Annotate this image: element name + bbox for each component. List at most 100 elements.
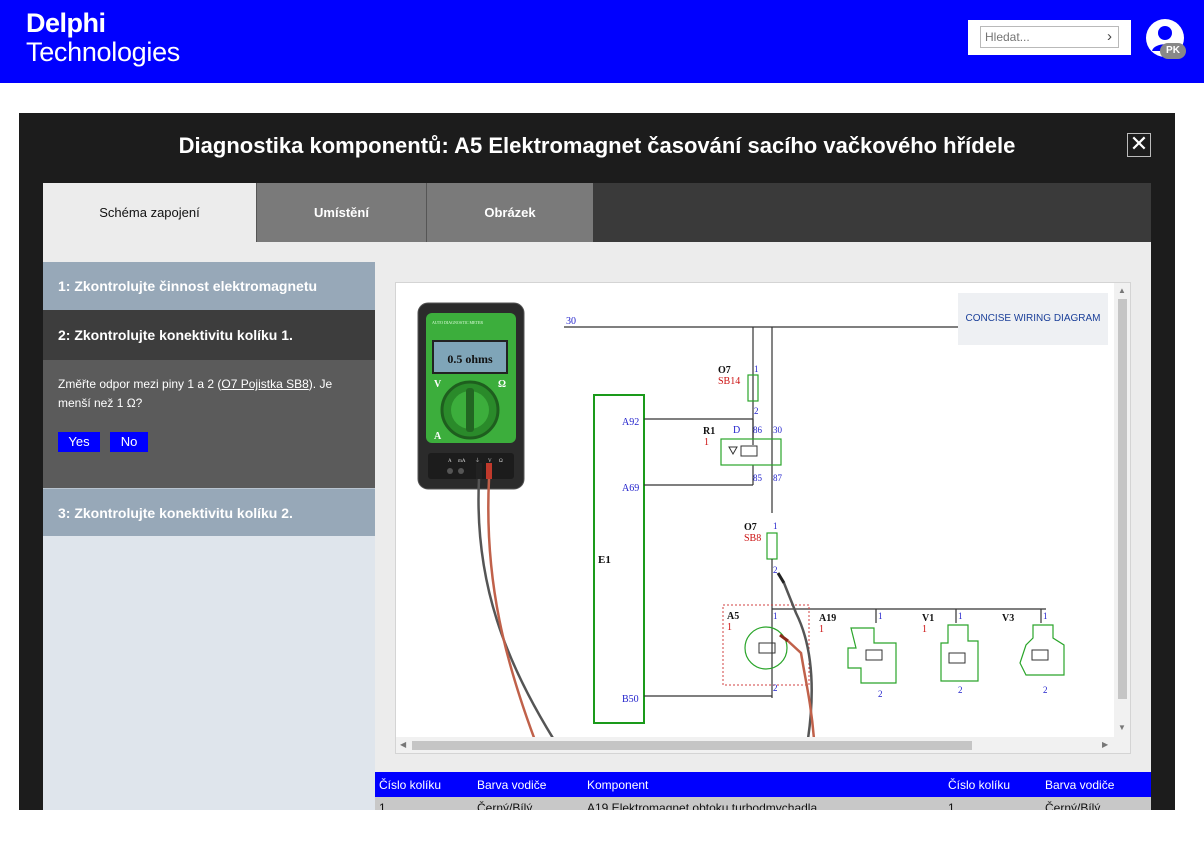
relay-coil [740, 445, 758, 457]
component-diagnostics-modal: Diagnostika komponentů: A5 Elektromagnet… [19, 113, 1175, 810]
sb8-pin-2: 2 [773, 565, 778, 575]
pin-a69-label: A69 [622, 483, 639, 494]
a19-coil [865, 649, 883, 661]
relay-pin-85: 85 [753, 473, 763, 483]
meter-port-ohm: Ω [499, 459, 503, 464]
probe-lead-black [477, 478, 556, 739]
a5-sub: 1 [727, 622, 732, 633]
scroll-right-icon[interactable]: ▶ [1102, 740, 1109, 749]
probe-plug-black [476, 463, 482, 479]
meter-port-com: ⏚ [475, 457, 480, 464]
col-pin-number-2: Číslo kolíku [948, 778, 1011, 792]
probe-lead-red [487, 478, 536, 739]
vertical-scrollbar[interactable]: ▲ ▼ [1114, 283, 1130, 737]
probe-black-tip-lead [782, 582, 814, 739]
probe-black-tip [776, 572, 786, 584]
v3-coil [1031, 649, 1049, 661]
v3-pin-2: 2 [1043, 685, 1048, 695]
multimeter: AUTO DIAGNOSTIC METER 0.5 ohms V Ω A A m… [417, 302, 525, 490]
a5-highlight [722, 604, 810, 686]
a19-label: A19 [819, 613, 836, 624]
meter-dial-pointer [466, 388, 474, 432]
logo-line-1: Delphi [26, 8, 106, 38]
horizontal-scroll-thumb[interactable] [412, 741, 972, 750]
search-submit-icon[interactable]: › [1107, 28, 1112, 45]
meter-port-ma: mA [458, 459, 466, 464]
close-button[interactable]: ✕ [1127, 133, 1151, 157]
a19-pin-2: 2 [878, 689, 883, 699]
tab-content: 1: Zkontrolujte činnost elektromagnetu 2… [43, 242, 1151, 810]
col-wire-color: Barva vodiče [477, 778, 547, 792]
v3-label: V3 [1002, 613, 1014, 624]
a5-pin-1: 1 [773, 611, 778, 621]
step-3-header[interactable]: 3: Zkontrolujte konektivitu kolíku 2. [43, 488, 375, 536]
step-2-instruction: Změřte odpor mezi piny 1 a 2 (O7 Pojistk… [58, 375, 358, 413]
meter-jack-ma [458, 468, 464, 474]
v1-valve [940, 624, 979, 682]
a19-pin-1: 1 [878, 611, 883, 621]
no-button[interactable]: No [110, 432, 148, 452]
a5-label: A5 [727, 611, 739, 622]
concise-diagram-button[interactable]: CONCISE WIRING DIAGRAM [958, 293, 1108, 345]
relay-diode [728, 446, 738, 456]
delphi-logo[interactable]: Delphi Technologies [26, 10, 180, 66]
wiring-diagram: 30 E1 A92 A69 B50 O7 SB14 1 2 [417, 302, 1096, 739]
step-2-header[interactable]: 2: Zkontrolujte konektivitu kolíku 1. [43, 310, 375, 360]
instruction-text-start: Změřte odpor mezi piny 1 a 2 ( [58, 377, 222, 391]
yes-button[interactable]: Yes [58, 432, 100, 452]
sb14-pin-1: 1 [754, 364, 759, 374]
relay-r1-label: R1 [703, 426, 715, 437]
row-wire-color-2: Černý/Bílý [1045, 801, 1101, 810]
row-pin-number-2: 1 [948, 801, 955, 810]
meter-brand: AUTO DIAGNOSTIC METER [432, 320, 483, 325]
step-1-header[interactable]: 1: Zkontrolujte činnost elektromagnetu [43, 262, 375, 310]
fuse-sb8-link[interactable]: O7 Pojistka SB8 [221, 377, 309, 391]
v1-coil [948, 652, 966, 664]
horizontal-scrollbar[interactable]: ◀ ▶ [396, 737, 1130, 753]
row-pin-number: 1 [379, 801, 386, 810]
search-box: › [968, 20, 1131, 55]
user-initials-badge[interactable]: PK [1160, 43, 1186, 59]
ecu-e1-label: E1 [598, 554, 611, 566]
meter-reading: 0.5 ohms [447, 352, 493, 366]
fuse-sb8 [766, 532, 778, 560]
relay-r1-sub: 1 [704, 437, 709, 448]
relay-r1 [720, 438, 782, 466]
tab-image[interactable]: Obrázek [426, 183, 593, 242]
col-component: Komponent [587, 778, 649, 792]
a5-pin-2: 2 [773, 683, 778, 693]
meter-ohm-label: Ω [498, 379, 506, 390]
v1-pin-1: 1 [958, 611, 963, 621]
col-wire-color-2: Barva vodiče [1045, 778, 1115, 792]
relay-pin-87: 87 [773, 473, 783, 483]
v1-label: V1 [922, 613, 934, 624]
meter-v-label: V [434, 379, 442, 390]
fuse-o7-mid-label: O7 [744, 522, 757, 533]
probe-red-tip [779, 633, 789, 643]
step-2-body: Změřte odpor mezi piny 1 a 2 (O7 Pojistk… [43, 360, 375, 488]
modal-title: Diagnostika komponentů: A5 Elektromagnet… [178, 133, 1016, 158]
search-input[interactable] [985, 29, 1095, 45]
meter-a-label: A [434, 431, 442, 442]
pin-table-header: Číslo kolíku Barva vodiče Komponent Čísl… [375, 772, 1151, 797]
tab-location[interactable]: Umístění [256, 183, 426, 242]
scroll-up-icon[interactable]: ▲ [1118, 286, 1126, 295]
row-component: A19 Elektromagnet obtoku turbodmychadla [587, 801, 818, 810]
v3-pin-1: 1 [1043, 611, 1048, 621]
tab-wiring-diagram[interactable]: Schéma zapojení [43, 183, 256, 242]
relay-pin-86: 86 [753, 425, 763, 435]
meter-jack-a [447, 468, 453, 474]
pin-b50-label: B50 [622, 694, 639, 705]
v1-sub: 1 [922, 624, 927, 635]
v3-valve [1019, 624, 1065, 676]
a19-solenoid [847, 627, 897, 684]
wiring-diagram-viewport[interactable]: 30 E1 A92 A69 B50 O7 SB14 1 2 [395, 282, 1131, 754]
fuse-o7-top-label: O7 [718, 365, 731, 376]
a19-sub: 1 [819, 624, 824, 635]
vertical-scroll-thumb[interactable] [1118, 299, 1127, 699]
scroll-left-icon[interactable]: ◀ [400, 740, 407, 749]
scroll-down-icon[interactable]: ▼ [1118, 723, 1126, 732]
wire-30-label: 30 [566, 316, 576, 327]
row-wire-color: Černý/Bílý [477, 801, 533, 810]
relay-diode-label: D [733, 425, 740, 436]
